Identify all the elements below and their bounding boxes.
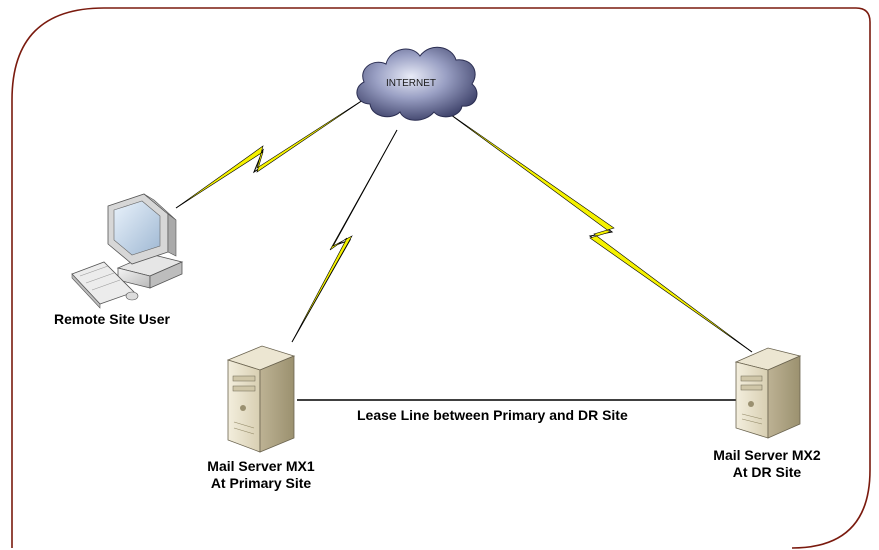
internet-cloud-icon: INTERNET [356,46,478,121]
mx1-label: Mail Server MX1 At Primary Site [196,458,326,492]
link-mx1-internet [291,129,398,343]
link-remote-user-internet [175,97,367,209]
mx1-label-line1: Mail Server MX1 [207,458,315,474]
mx2-label-line1: Mail Server MX2 [713,447,821,463]
server-tower-icon-mx1 [226,345,296,453]
mx1-label-line2: At Primary Site [210,475,312,491]
lease-line-label: Lease Line between Primary and DR Site [357,407,628,423]
server-tower-icon-mx2 [734,347,802,439]
diagram-border [11,7,871,549]
desktop-computer-icon [71,193,184,309]
mx2-label-line2: At DR Site [732,464,802,480]
remote-user-label: Remote Site User [54,311,170,327]
cloud-label: INTERNET [386,78,436,89]
link-mx2-internet [446,111,753,353]
mx2-label: Mail Server MX2 At DR Site [702,447,832,481]
